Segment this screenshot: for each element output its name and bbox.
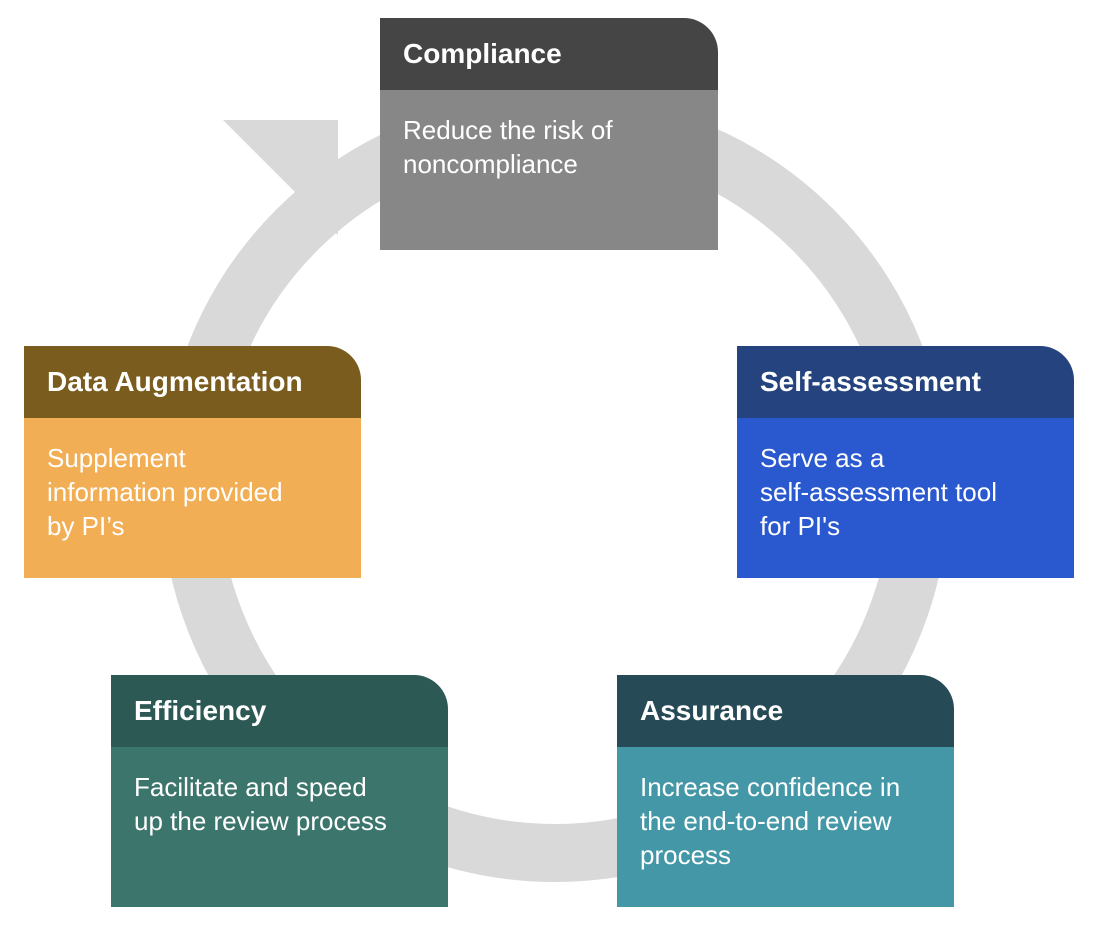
card-self-assessment-title: Self-assessment (760, 366, 982, 397)
card-self-assessment: Self-assessment Serve as a self-assessme… (737, 346, 1074, 578)
card-assurance-title: Assurance (640, 695, 784, 726)
card-compliance-title: Compliance (403, 38, 562, 69)
card-efficiency-line: Facilitate and speed (134, 772, 367, 802)
card-data-augmentation-header: Data Augmentation (24, 346, 361, 418)
card-data-augmentation-body: Supplement information provided by PI’s (24, 418, 361, 578)
card-self-assessment-line: Serve as a (760, 443, 885, 473)
card-data-augmentation: Data Augmentation Supplement information… (24, 346, 361, 578)
card-compliance-header: Compliance (380, 18, 718, 90)
card-efficiency-line: up the review process (134, 806, 387, 836)
card-data-augmentation-line: by PI’s (47, 511, 125, 541)
card-self-assessment-line: self-assessment tool (760, 477, 997, 507)
card-data-augmentation-line: information provided (47, 477, 283, 507)
card-self-assessment-body: Serve as a self-assessment tool for PI's (737, 418, 1074, 578)
card-data-augmentation-title: Data Augmentation (47, 366, 303, 397)
card-efficiency-body: Facilitate and speed up the review proce… (111, 747, 448, 907)
card-efficiency: Efficiency Facilitate and speed up the r… (111, 675, 448, 907)
card-compliance-line: Reduce the risk of (403, 115, 613, 145)
card-self-assessment-line: for PI's (760, 511, 841, 541)
cycle-arrowhead (223, 120, 338, 235)
card-compliance-body: Reduce the risk of noncompliance (380, 90, 718, 250)
card-assurance-line: Increase confidence in (640, 772, 901, 802)
card-compliance-line: noncompliance (403, 149, 578, 179)
card-efficiency-header: Efficiency (111, 675, 448, 747)
card-data-augmentation-line: Supplement (47, 443, 186, 473)
card-assurance: Assurance Increase confidence in the end… (617, 675, 954, 907)
card-assurance-line: the end-to-end review (640, 806, 892, 836)
card-self-assessment-header: Self-assessment (737, 346, 1074, 418)
card-assurance-line: process (640, 840, 732, 870)
card-efficiency-title: Efficiency (134, 695, 267, 726)
card-assurance-body: Increase confidence in the end-to-end re… (617, 747, 954, 907)
card-assurance-header: Assurance (617, 675, 954, 747)
card-compliance: Compliance Reduce the risk of noncomplia… (380, 18, 718, 250)
